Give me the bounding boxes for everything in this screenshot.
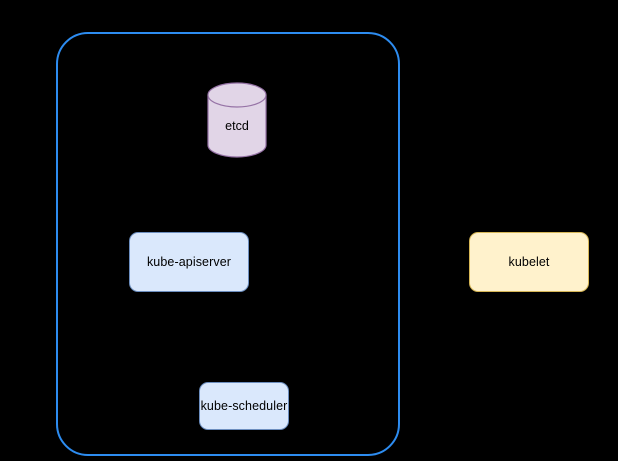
node-kubelet[interactable]: kubelet — [469, 232, 589, 292]
node-kube-scheduler-label: kube-scheduler — [200, 398, 288, 413]
node-kube-scheduler[interactable]: kube-scheduler — [199, 382, 289, 430]
cylinder-shape-icon — [207, 82, 267, 158]
node-kube-apiserver-label: kube-apiserver — [146, 254, 232, 269]
node-etcd[interactable]: etcd — [207, 82, 267, 158]
node-kubelet-label: kubelet — [508, 254, 550, 269]
control-plane-boundary[interactable] — [56, 32, 400, 456]
node-kube-apiserver[interactable]: kube-apiserver — [129, 232, 249, 292]
